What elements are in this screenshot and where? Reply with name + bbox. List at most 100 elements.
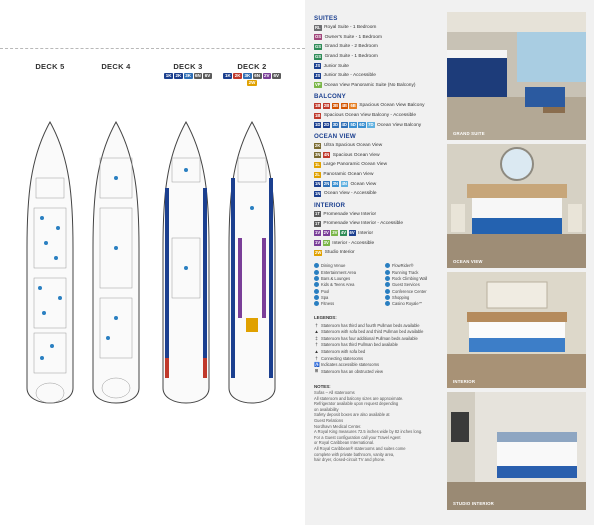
amenity-label: Guest Services <box>392 282 420 288</box>
category-label: Ocean View Panoramic Suite (No Balcony) <box>324 82 416 88</box>
category-badge: 5D <box>349 122 357 129</box>
deck-title: DECK 3 <box>173 62 203 71</box>
note-line: or Royal Caribbean International. <box>314 440 375 446</box>
category-label: Owner's Suite - 1 Bedroom <box>324 34 382 40</box>
legend-symbol-icon: † <box>315 355 318 361</box>
legend-row: †Connecting staterooms <box>314 355 452 362</box>
legend-label: Indicates accessible staterooms <box>321 362 380 368</box>
amenity-label: Shopping <box>392 294 410 300</box>
note-line: hair dryer, closed-circuit TV and phone. <box>314 457 386 463</box>
note-line: complete with private bathroom, vanity a… <box>314 451 395 457</box>
category-badge: VP <box>314 82 322 89</box>
category-label: Spacious Ocean View <box>332 152 380 158</box>
note-line: Sofas – All staterooms <box>314 390 355 395</box>
amenity-icon <box>385 288 390 294</box>
legend-label: Stateroom has third Pullman bed availabl… <box>321 342 398 348</box>
category-badge: 1L <box>314 161 321 168</box>
amenity-label: Bars & Lounges <box>321 276 351 282</box>
category-label: Junior Suite - Accessible <box>323 73 376 79</box>
category-badge: 1V <box>314 230 322 237</box>
note-line: A Royal King measures 72.5 inches wide b… <box>314 429 423 435</box>
amenity-icon <box>314 282 319 288</box>
amenity-item: Casino Royale℠ <box>385 301 452 307</box>
note-line: All stateroom and balcony sizes are appr… <box>314 395 404 401</box>
amenity-item: Guest Services <box>385 282 452 288</box>
amenity-item: Rock Climbing Wall <box>385 276 452 282</box>
amenity-label: Dining Venue <box>321 263 346 269</box>
category-badge: OS <box>314 34 323 41</box>
amenity-label: Casino Royale℠ <box>392 301 423 307</box>
deck-category-code: 1K <box>164 73 173 79</box>
category-badge: 2L <box>314 171 321 178</box>
category-badge: 7D <box>367 122 375 129</box>
amenity-icon <box>314 288 319 294</box>
legends-list: †Stateroom has third and fourth Pullman … <box>314 322 452 375</box>
category-badge: 1V <box>314 240 322 247</box>
category-label: Interior <box>358 230 374 236</box>
legend-row: ♿Indicates accessible staterooms <box>314 361 452 368</box>
section-heading: INTERIOR <box>314 201 346 209</box>
category-label: Royal Suite - 1 Bedroom <box>324 25 377 31</box>
category-badge: JS <box>314 72 322 79</box>
note-line: Nordhavn Medical Center. <box>314 423 362 429</box>
legend-row: †Stateroom has third and fourth Pullman … <box>314 322 452 329</box>
amenity-icon <box>385 263 390 269</box>
amenity-label: Pool <box>321 288 330 294</box>
top-divider <box>0 48 305 49</box>
deck-category-code: 6V <box>203 73 212 79</box>
category-badge: 1T <box>314 220 321 227</box>
note-line: Refrigerator available upon request depe… <box>314 401 399 407</box>
category-label: Interior - Accessible <box>332 240 375 246</box>
amenity-label: FlowRider® <box>392 263 414 269</box>
category-label: Grand Suite - 2 Bedroom <box>324 44 378 50</box>
category-badge: 4N <box>340 181 348 188</box>
deck-3-plan[interactable] <box>158 118 214 418</box>
amenity-item: Fitness <box>314 301 381 307</box>
category-label: Spacious Ocean View Balcony - Accessible <box>323 113 417 119</box>
amenity-label: Conference Center <box>392 288 427 294</box>
deck-4-plan[interactable] <box>88 118 144 418</box>
amenity-icon <box>385 269 390 275</box>
category-label: Ocean View <box>350 181 377 187</box>
category-badge: 6B <box>349 102 357 109</box>
photo-caption: STUDIO INTERIOR <box>453 501 494 506</box>
photo-interior: INTERIOR <box>447 272 586 388</box>
legend-row: †Stateroom has third Pullman bed availab… <box>314 342 452 349</box>
amenity-icon <box>314 263 319 269</box>
legend-row: ‡Stateroom has four additional Pullman b… <box>314 335 452 342</box>
deck-title: DECK 5 <box>35 62 65 71</box>
category-badge: 2N <box>322 181 331 188</box>
studio-interior-image <box>447 392 586 510</box>
legend-symbol-icon: ▲ <box>314 348 319 354</box>
deck-title: DECK 4 <box>101 62 131 71</box>
amenity-item: Spa <box>314 294 381 300</box>
category-badge: RL <box>314 24 322 31</box>
amenity-label: Kids & Teens Area <box>321 282 355 288</box>
legend-symbol-icon: † <box>315 322 318 328</box>
category-badge: 4B <box>340 102 348 109</box>
deck-2-plan[interactable] <box>224 118 280 418</box>
legend-label: Stateroom has an obstructed view <box>321 368 383 374</box>
deck-5-plan[interactable] <box>22 118 78 418</box>
deck-category-code: 3K <box>242 73 252 79</box>
category-badge: 4N <box>322 152 331 159</box>
category-badge: 6V <box>348 230 356 237</box>
category-label: Grand Suite - 1 Bedroom <box>324 54 378 60</box>
category-badge: 1N <box>314 181 322 188</box>
amenity-item: FlowRider® <box>385 263 452 269</box>
category-badge: 2B <box>322 102 331 109</box>
grand-suite-image <box>447 12 586 140</box>
category-label: Spacious Ocean View Balcony <box>359 103 425 109</box>
photo-caption: OCEAN VIEW <box>453 259 483 264</box>
category-badge: GS <box>314 53 323 60</box>
legend-symbol-icon: ‡ <box>315 335 318 341</box>
deck-5-header: DECK 5 <box>20 62 80 71</box>
